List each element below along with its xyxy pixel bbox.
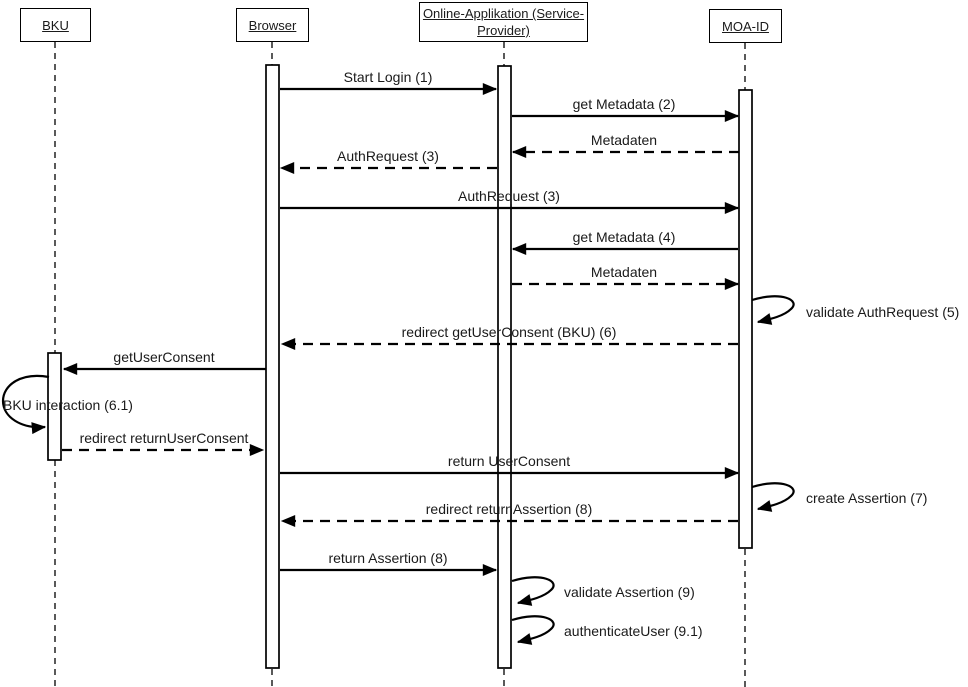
actor-label-service-provider-line1: Online-Applikation (Service- bbox=[422, 6, 585, 21]
loop-validate-authrequest bbox=[751, 295, 795, 325]
message-label-validate-authrequest: validate AuthRequest (5) bbox=[806, 304, 960, 320]
message-label-create-assertion: create Assertion (7) bbox=[806, 490, 928, 506]
actor-label-service-provider-line2: Provider) bbox=[477, 23, 530, 38]
message-label-authrequest-moa: AuthRequest (3) bbox=[458, 188, 560, 204]
message-label-authrequest-browser: AuthRequest (3) bbox=[337, 148, 439, 164]
message-label-return-userconsent: return UserConsent bbox=[447, 453, 571, 469]
message-label-start-login: Start Login (1) bbox=[343, 69, 433, 85]
message-label-metadaten-2: Metadaten bbox=[590, 132, 658, 148]
loop-authenticateuser bbox=[511, 615, 555, 645]
actor-box-service-provider: Online-Applikation (Service- Provider) bbox=[419, 2, 588, 42]
message-label-validate-assertion: validate Assertion (9) bbox=[564, 584, 695, 600]
loop-bku-interaction bbox=[1, 374, 50, 435]
message-label-get-metadata-2: get Metadata (2) bbox=[572, 96, 676, 112]
message-label-bku-interaction: BKU interaction (6.1) bbox=[3, 397, 133, 413]
actor-box-browser: Browser bbox=[236, 8, 309, 42]
message-label-redirect-returnuserconsent: redirect returnUserConsent bbox=[79, 430, 249, 446]
activation-service-provider bbox=[497, 65, 512, 669]
message-label-redirect-returnassertion: redirect returnAssertion (8) bbox=[425, 501, 593, 517]
activation-browser bbox=[265, 64, 280, 669]
message-label-metadaten-4: Metadaten bbox=[590, 264, 658, 280]
actor-box-moa-id: MOA-ID bbox=[709, 9, 782, 43]
activation-moa-id bbox=[738, 89, 753, 549]
activation-bku bbox=[47, 352, 62, 461]
actor-label-bku: BKU bbox=[42, 17, 69, 33]
actor-box-bku: BKU bbox=[20, 8, 91, 42]
message-label-getuserconsent: getUserConsent bbox=[113, 349, 215, 365]
message-label-redirect-getuserconsent: redirect getUserConsent (BKU) (6) bbox=[401, 324, 617, 340]
message-label-return-assertion: return Assertion (8) bbox=[328, 550, 448, 566]
message-label-authenticateuser: authenticateUser (9.1) bbox=[564, 623, 703, 639]
loop-validate-assertion bbox=[511, 576, 555, 606]
loop-create-assertion bbox=[751, 482, 795, 512]
message-label-get-metadata-4: get Metadata (4) bbox=[572, 229, 676, 245]
actor-label-browser: Browser bbox=[248, 17, 297, 33]
actor-label-moa-id: MOA-ID bbox=[722, 18, 769, 34]
